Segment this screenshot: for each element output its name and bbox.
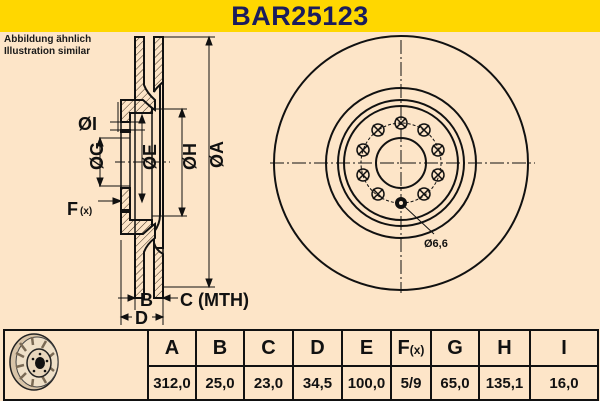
header-bar: BAR25123 <box>0 0 600 32</box>
col-header-H: H <box>478 328 531 368</box>
spec-table: A B C D E F(x) G H I 312,0 25,0 23,0 34,… <box>3 328 599 401</box>
value-H: 135,1 <box>478 365 531 401</box>
spec-header-row: A B C D E F(x) G H I <box>3 328 599 401</box>
outer-disc-circle <box>273 35 529 291</box>
value-G: 65,0 <box>430 365 480 401</box>
dimension-lines <box>96 35 215 325</box>
col-header-F-sub: (x) <box>409 342 425 357</box>
illustration-note: Abbildung ähnlich Illustration similar <box>4 34 91 58</box>
value-I: 16,0 <box>529 365 599 401</box>
center-bore <box>375 137 427 189</box>
col-header-D: D <box>292 328 343 368</box>
part-number-title: BAR25123 <box>231 0 369 31</box>
label-dia-E: ØE <box>140 144 160 170</box>
label-D: D <box>135 308 148 328</box>
hole-diameter-label: Ø6,6 <box>424 238 448 250</box>
spec-values-row: 312,0 25,0 23,0 34,5 100,0 5/9 65,0 135,… <box>4 365 599 401</box>
label-dia-H: ØH <box>180 143 200 170</box>
col-header-F-letter: F <box>397 336 410 359</box>
label-dia-I: ØI <box>78 114 97 134</box>
col-header-C: C <box>243 328 294 368</box>
col-header-E: E <box>341 328 392 368</box>
value-C: 23,0 <box>243 365 294 401</box>
value-E: 100,0 <box>341 365 392 401</box>
note-german: Abbildung ähnlich <box>4 34 92 45</box>
col-header-G: G <box>430 328 480 368</box>
label-F-sub: (x) <box>80 206 92 217</box>
label-F: F <box>67 199 78 219</box>
bolt-holes <box>356 116 445 201</box>
note-english: Illustration similar <box>4 46 91 57</box>
disc-thumbnail-cell <box>3 329 149 401</box>
label-dia-G: ØG <box>87 142 107 170</box>
label-dia-A: ØA <box>207 141 227 168</box>
side-view-outlines <box>115 37 170 298</box>
value-F: 5/9 <box>390 365 432 401</box>
value-A: 312,0 <box>147 365 197 401</box>
technical-drawing: ØI ØG ØE ØH ØA F (x) B C (MTH) D <box>67 35 535 328</box>
col-header-B: B <box>195 328 245 368</box>
dimension-labels: ØI ØG ØE ØH ØA F (x) B C (MTH) D <box>67 114 249 328</box>
label-B: B <box>140 290 153 310</box>
label-C: C (MTH) <box>180 290 249 310</box>
front-view <box>270 35 535 293</box>
brake-disc-icon <box>9 333 59 391</box>
col-header-F: F(x) <box>390 328 432 368</box>
col-header-I: I <box>529 328 599 368</box>
value-D: 34,5 <box>292 365 343 401</box>
value-B: 25,0 <box>195 365 245 401</box>
col-header-A: A <box>147 328 197 368</box>
